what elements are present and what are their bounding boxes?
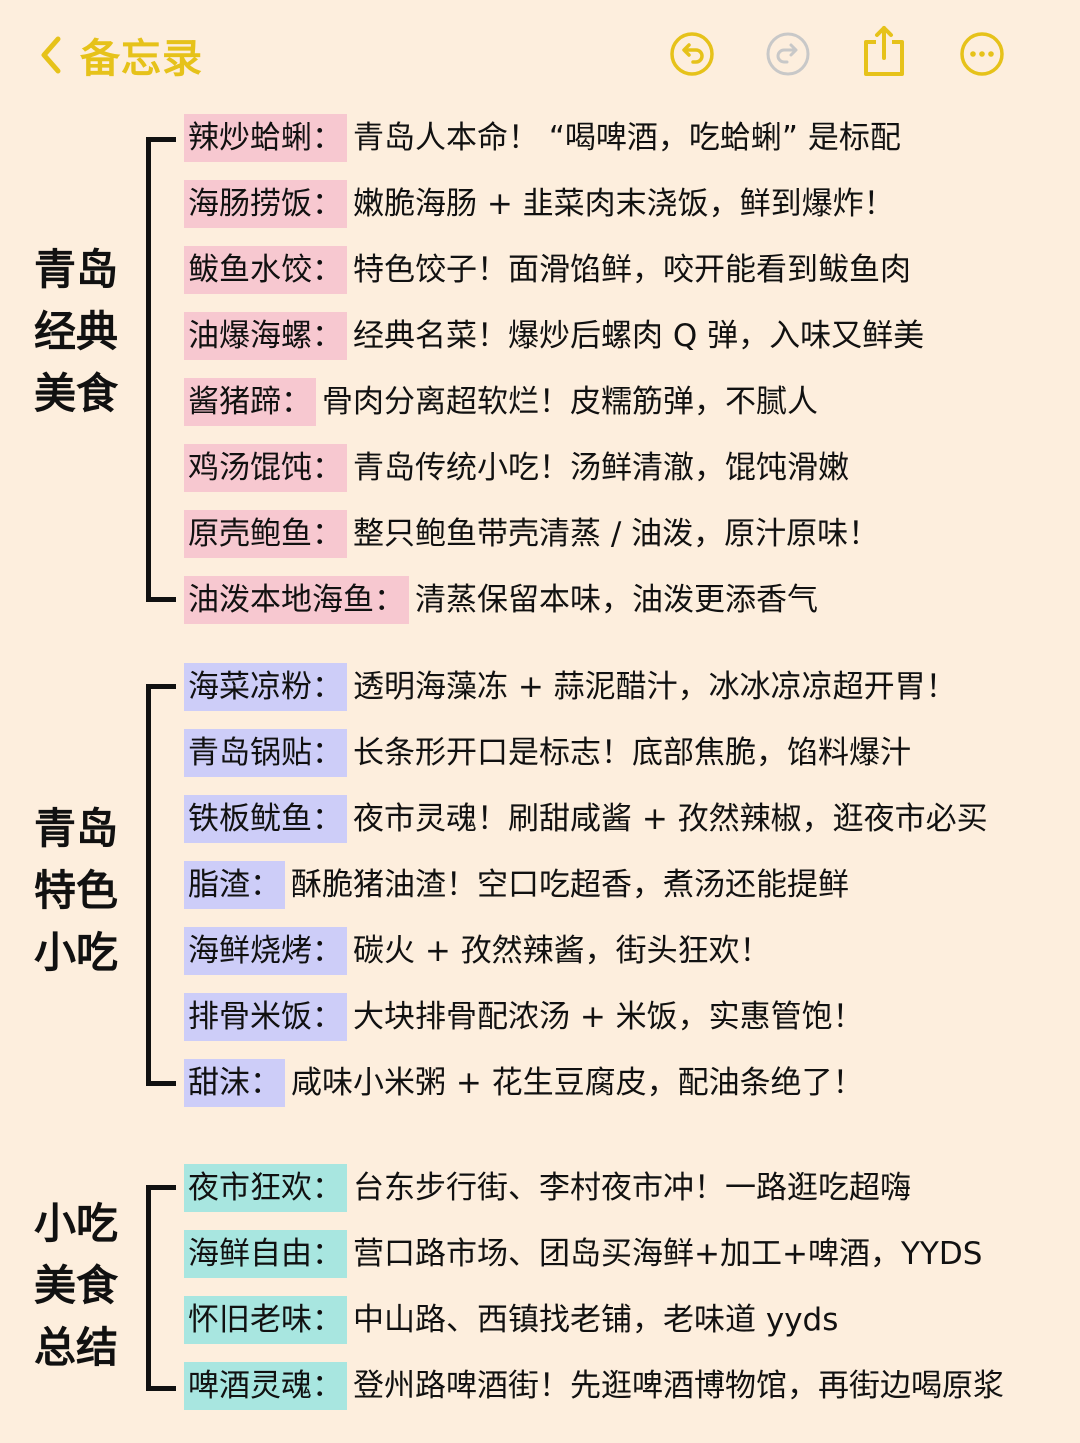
list-item: 原壳鲍鱼：整只鲍鱼带壳清蒸 / 油泼，原汁原味！ <box>184 501 924 567</box>
list-item: 海肠捞饭：嫩脆海肠 + 韭菜肉末浇饭，鲜到爆炸！ <box>184 171 924 237</box>
list-item: 海鲜烧烤：碳火 + 孜然辣酱，街头狂欢！ <box>184 918 988 984</box>
item-name: 海菜凉粉： <box>184 663 347 711</box>
item-name: 啤酒灵魂： <box>184 1362 347 1410</box>
item-desc: 大块排骨配浓汤 + 米饭，实惠管饱！ <box>353 999 864 1035</box>
item-desc: 登州路啤酒街！先逛啤酒博物馆，再街边喝原浆 <box>353 1368 1004 1404</box>
bracket-line <box>146 684 176 1086</box>
list-item: 海菜凉粉：透明海藻冻 + 蒜泥醋汁，冰冰凉凉超开胃！ <box>184 654 988 720</box>
back-label: 备忘录 <box>80 36 203 82</box>
item-name: 铁板鱿鱼： <box>184 795 347 843</box>
more-button[interactable] <box>958 30 1006 78</box>
undo-icon <box>670 32 714 76</box>
redo-icon <box>766 32 810 76</box>
list-item: 青岛锅贴：长条形开口是标志！底部焦脆，馅料爆汁 <box>184 720 988 786</box>
redo-button[interactable] <box>764 30 812 78</box>
list-item: 铁板鱿鱼：夜市灵魂！刷甜咸酱 + 孜然辣椒，逛夜市必买 <box>184 786 988 852</box>
list-item: 油泼本地海鱼：清蒸保留本味，油泼更添香气 <box>184 567 924 633</box>
list-item: 鲅鱼水饺：特色饺子！面滑馅鲜，咬开能看到鲅鱼肉 <box>184 237 924 303</box>
item-list: 海菜凉粉：透明海藻冻 + 蒜泥醋汁，冰冰凉凉超开胃！ 青岛锅贴：长条形开口是标志… <box>184 654 988 1116</box>
item-desc: 碳火 + 孜然辣酱，街头狂欢！ <box>353 933 771 969</box>
item-desc: 台东步行街、李村夜市冲！一路逛吃超嗨 <box>353 1170 911 1206</box>
item-name: 油泼本地海鱼： <box>184 576 409 624</box>
item-name: 怀旧老味： <box>184 1296 347 1344</box>
item-name: 油爆海螺： <box>184 312 347 360</box>
more-icon <box>960 32 1004 76</box>
item-desc: 长条形开口是标志！底部焦脆，馅料爆汁 <box>353 735 911 771</box>
item-desc: 中山路、西镇找老铺，老味道 yyds <box>353 1302 839 1338</box>
item-desc: 骨肉分离超软烂！皮糯筋弹，不腻人 <box>322 384 818 420</box>
list-item: 脂渣：酥脆猪油渣！空口吃超香，煮汤还能提鲜 <box>184 852 988 918</box>
bracket-line <box>146 137 176 602</box>
item-name: 排骨米饭： <box>184 993 347 1041</box>
item-name: 酱猪蹄： <box>184 378 316 426</box>
item-name: 海肠捞饭： <box>184 180 347 228</box>
item-name: 鲅鱼水饺： <box>184 246 347 294</box>
item-desc: 夜市灵魂！刷甜咸酱 + 孜然辣椒，逛夜市必买 <box>353 801 988 837</box>
undo-button[interactable] <box>668 30 716 78</box>
item-list: 辣炒蛤蜊：青岛人本命！ “喝啤酒，吃蛤蜊” 是标配 海肠捞饭：嫩脆海肠 + 韭菜… <box>184 105 924 633</box>
item-desc: 清蒸保留本味，油泼更添香气 <box>415 582 818 618</box>
item-desc: 特色饺子！面滑馅鲜，咬开能看到鲅鱼肉 <box>353 252 911 288</box>
item-desc: 酥脆猪油渣！空口吃超香，煮汤还能提鲜 <box>291 867 849 903</box>
share-icon <box>864 26 904 76</box>
section-title: 青岛 特色 小吃 <box>33 804 118 977</box>
item-name: 脂渣： <box>184 861 285 909</box>
section-title: 青岛 经典 美食 <box>33 245 118 418</box>
list-item: 排骨米饭：大块排骨配浓汤 + 米饭，实惠管饱！ <box>184 984 988 1050</box>
chevron-left-icon <box>41 36 61 74</box>
item-name: 青岛锅贴： <box>184 729 347 777</box>
list-item: 甜沫：咸味小米粥 + 花生豆腐皮，配油条绝了！ <box>184 1050 988 1116</box>
item-name: 海鲜烧烤： <box>184 927 347 975</box>
section-title: 小吃 美食 总结 <box>33 1199 118 1372</box>
item-desc: 营口路市场、团岛买海鲜+加工+啤酒，YYDS <box>353 1236 983 1272</box>
list-item: 啤酒灵魂：登州路啤酒街！先逛啤酒博物馆，再街边喝原浆 <box>184 1353 1004 1419</box>
share-button[interactable] <box>860 24 908 78</box>
item-name: 海鲜自由： <box>184 1230 347 1278</box>
list-item: 夜市狂欢：台东步行街、李村夜市冲！一路逛吃超嗨 <box>184 1155 1004 1221</box>
item-desc: 经典名菜！爆炒后螺肉 Q 弹，入味又鲜美 <box>353 318 925 354</box>
list-item: 酱猪蹄：骨肉分离超软烂！皮糯筋弹，不腻人 <box>184 369 924 435</box>
list-item: 怀旧老味：中山路、西镇找老铺，老味道 yyds <box>184 1287 1004 1353</box>
item-name: 原壳鲍鱼： <box>184 510 347 558</box>
item-name: 夜市狂欢： <box>184 1164 347 1212</box>
item-name: 辣炒蛤蜊： <box>184 114 347 162</box>
list-item: 鸡汤馄饨：青岛传统小吃！汤鲜清澈，馄饨滑嫩 <box>184 435 924 501</box>
item-desc: 青岛人本命！ “喝啤酒，吃蛤蜊” 是标配 <box>353 120 901 156</box>
item-desc: 整只鲍鱼带壳清蒸 / 油泼，原汁原味！ <box>353 516 880 552</box>
list-item: 海鲜自由：营口路市场、团岛买海鲜+加工+啤酒，YYDS <box>184 1221 1004 1287</box>
list-item: 油爆海螺：经典名菜！爆炒后螺肉 Q 弹，入味又鲜美 <box>184 303 924 369</box>
item-name: 鸡汤馄饨： <box>184 444 347 492</box>
item-list: 夜市狂欢：台东步行街、李村夜市冲！一路逛吃超嗨 海鲜自由：营口路市场、团岛买海鲜… <box>184 1155 1004 1419</box>
item-desc: 咸味小米粥 + 花生豆腐皮，配油条绝了！ <box>291 1065 864 1101</box>
item-name: 甜沫： <box>184 1059 285 1107</box>
list-item: 辣炒蛤蜊：青岛人本命！ “喝啤酒，吃蛤蜊” 是标配 <box>184 105 924 171</box>
top-toolbar: 备忘录 <box>0 0 1080 105</box>
item-desc: 嫩脆海肠 + 韭菜肉末浇饭，鲜到爆炸！ <box>353 186 895 222</box>
item-desc: 透明海藻冻 + 蒜泥醋汁，冰冰凉凉超开胃！ <box>353 669 957 705</box>
back-button[interactable]: 备忘录 <box>36 26 203 84</box>
item-desc: 青岛传统小吃！汤鲜清澈，馄饨滑嫩 <box>353 450 849 486</box>
bracket-line <box>146 1185 176 1391</box>
